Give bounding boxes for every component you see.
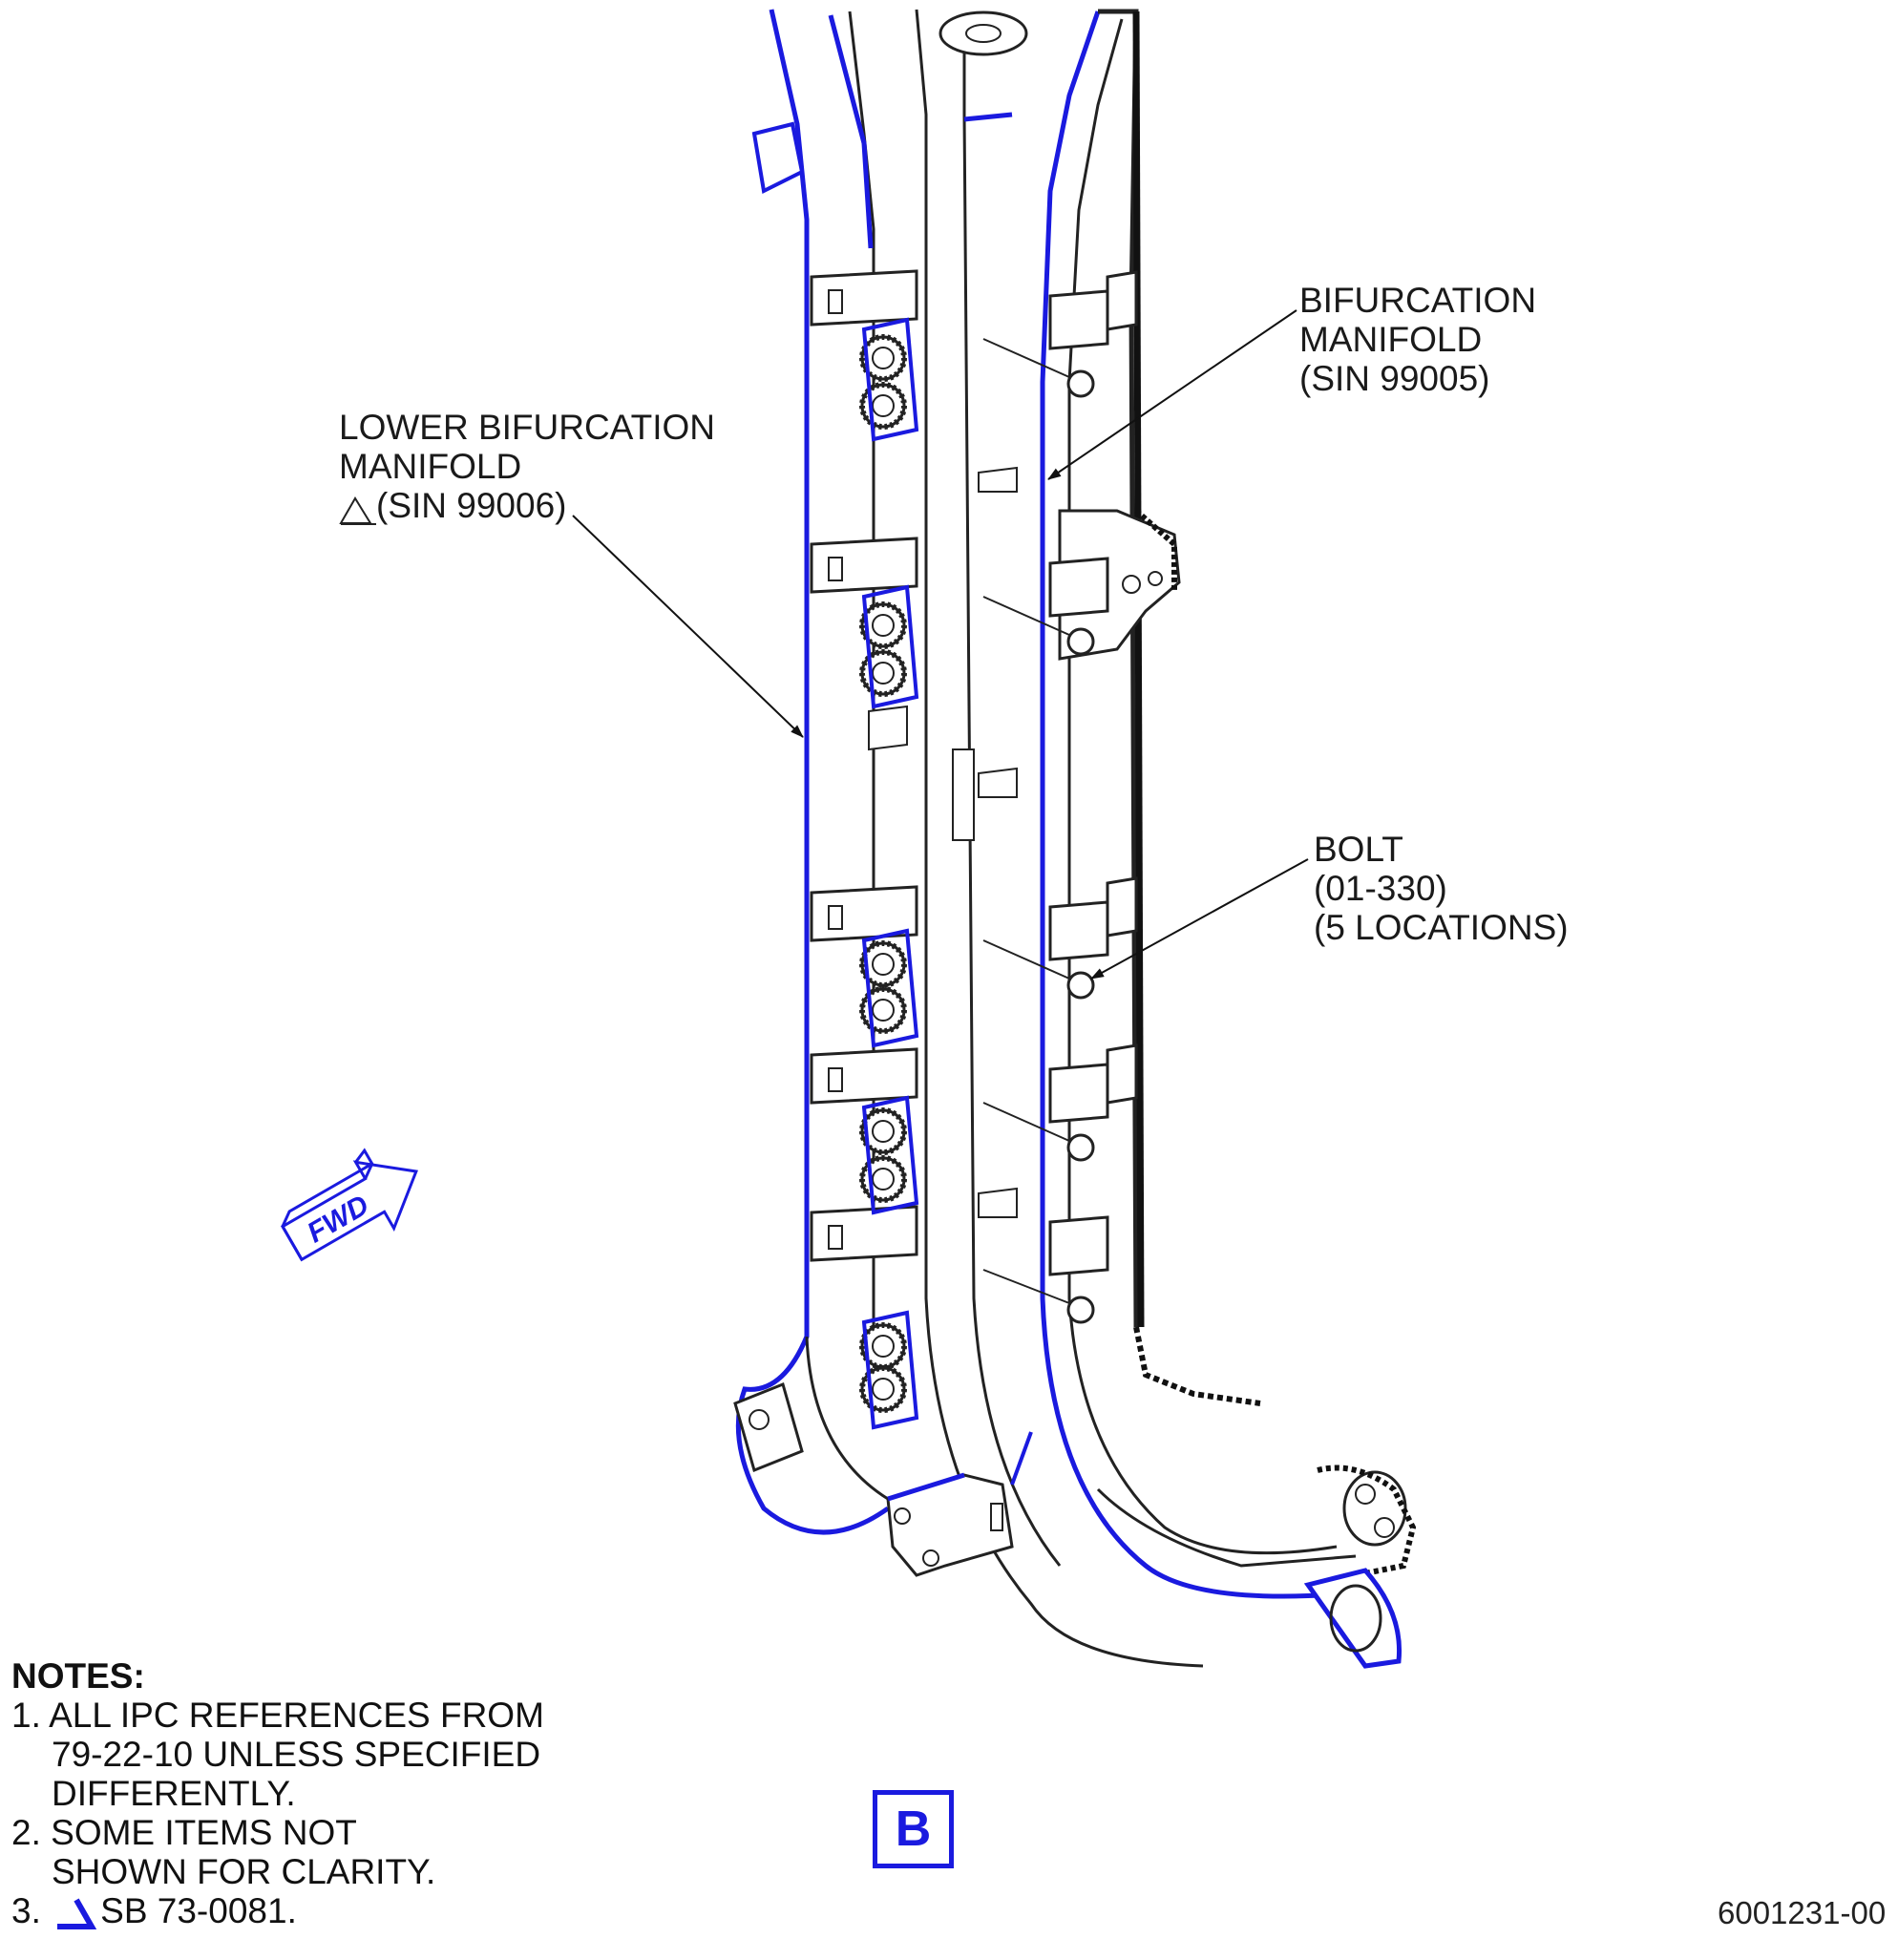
leader-arrow-icon [572, 515, 804, 738]
note-1: 1. ALL IPC REFERENCES FROM [11, 1696, 544, 1735]
note-line: 79-22-10 UNLESS SPECIFIED [52, 1735, 541, 1774]
centre-tube [868, 9, 1204, 1668]
right-clamps [1048, 289, 1109, 1276]
note-number: 3. [11, 1891, 41, 1930]
callout-line: BIFURCATION [1299, 281, 1537, 320]
bolt-1 [982, 338, 1095, 398]
leader-arrow-icon [1090, 858, 1309, 980]
notes-block: NOTES: 1. ALL IPC REFERENCES FROM 79-22-… [11, 1656, 544, 1930]
note-2: 2. SOME ITEMS NOT [11, 1813, 544, 1852]
note-number: 1. [11, 1696, 41, 1735]
leader-arrow-icon [1047, 309, 1297, 480]
notes-heading: NOTES: [11, 1656, 145, 1696]
callout-line: MANIFOLD [1299, 320, 1483, 359]
note-line: SB 73-0081. [100, 1891, 297, 1930]
callout-lower-bifurcation-manifold: LOWER BIFURCATION MANIFOLD (SIN 99006) [339, 408, 715, 525]
callout-line: (SIN 99005) [1299, 359, 1490, 398]
leader-lines [572, 309, 1309, 980]
note-number: 2. [11, 1813, 41, 1852]
note-line: SHOWN FOR CLARITY. [52, 1852, 436, 1891]
callout-line: (01-330) [1314, 869, 1447, 908]
bolt-5 [982, 1269, 1095, 1324]
bolt-3 [982, 939, 1095, 1000]
spline-fittings [862, 317, 919, 1430]
callout-line: BOLT [1314, 830, 1403, 869]
callout-line: (SIN 99006) [376, 486, 567, 525]
fwd-arrow-icon: FWD [280, 1148, 418, 1262]
sb-marker-icon [339, 496, 376, 525]
note-line: ALL IPC REFERENCES FROM [49, 1696, 544, 1735]
note-line: DIFFERENTLY. [52, 1774, 296, 1813]
bolt-2 [982, 596, 1095, 656]
bifurcation-manifold [1040, 9, 1417, 1669]
bolt-4 [982, 1102, 1095, 1162]
callout-bolt: BOLT (01-330) (5 LOCATIONS) [1314, 830, 1569, 947]
drawing-number: 6001231-00 [1718, 1895, 1887, 1930]
view-label: B [873, 1790, 954, 1868]
lower-bifurcation-manifold [733, 9, 946, 1535]
note-3: 3. SB 73-0081. [11, 1891, 544, 1930]
bottom-coupling [886, 1431, 1033, 1577]
callout-line: MANIFOLD [339, 447, 522, 486]
callout-line: LOWER BIFURCATION [339, 408, 715, 447]
note-line: SOME ITEMS NOT [51, 1813, 357, 1852]
callout-bifurcation-manifold: BIFURCATION MANIFOLD (SIN 99005) [1299, 281, 1536, 398]
bolts [982, 338, 1095, 1324]
callout-line: (5 LOCATIONS) [1314, 908, 1569, 947]
note-sb-marker-icon [57, 1898, 97, 1929]
